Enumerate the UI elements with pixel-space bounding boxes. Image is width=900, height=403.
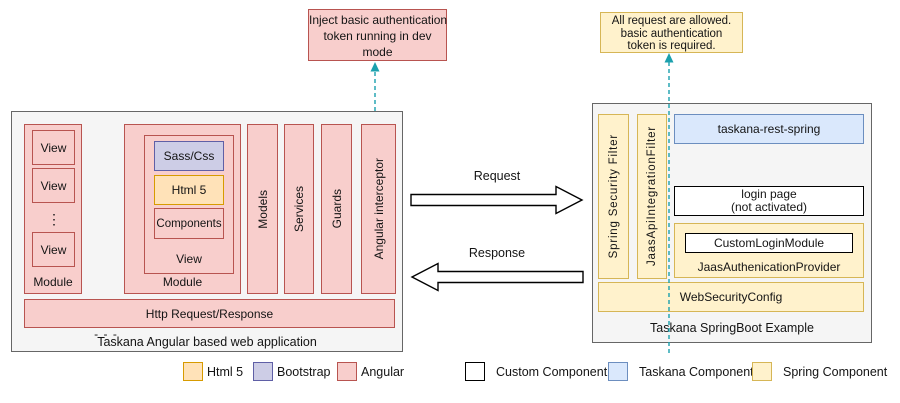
view-box: View <box>32 168 75 203</box>
legend-item-taskana: Taskana Component <box>608 362 754 381</box>
callout-line: Inject basic authentication <box>309 13 448 27</box>
request-arrow <box>410 185 584 215</box>
legend-label: Custom Component <box>496 364 608 379</box>
module-label: Module <box>33 275 73 289</box>
legend-label: Taskana Component <box>639 364 754 379</box>
legend-item-bootstrap: Bootstrap <box>253 362 331 381</box>
jaas-authentication-provider-label: JaasAuthenicationProvider <box>697 260 841 274</box>
http-bar-label: Http Request/Response <box>145 306 274 321</box>
view-label: View <box>40 242 67 257</box>
angular-swatch <box>337 362 357 381</box>
html5-label: Html 5 <box>171 183 207 197</box>
legend-item-html5: Html 5 <box>183 362 243 381</box>
guards-bar: Guards <box>321 124 352 294</box>
module-block-2: Sass/Css Html 5 Components View Module <box>124 124 241 294</box>
vertical-ellipsis: ⋮ <box>47 210 61 227</box>
services-label: Services <box>292 185 306 232</box>
legend-item-spring: Spring Component <box>752 362 887 381</box>
view-box: View <box>32 232 75 267</box>
services-bar: Services <box>284 124 314 294</box>
components-label: Components <box>156 217 222 230</box>
http-request-response-bar: Http Request/Response <box>24 299 395 328</box>
login-page-line: (not activated) <box>730 200 808 214</box>
models-bar: Models <box>247 124 278 294</box>
module-label: Module <box>162 275 203 289</box>
callout-line: mode <box>362 45 393 59</box>
taskana-component-swatch <box>608 362 628 381</box>
callout-line: All request are allowed. <box>611 15 732 27</box>
callout-line: basic authentication <box>620 27 723 40</box>
spring-security-filter-label: Spring Security Filter <box>607 134 620 259</box>
legend-label: Angular <box>361 364 405 379</box>
taskana-rest-spring-label: taskana-rest-spring <box>717 122 821 136</box>
web-security-config-bar: WebSecurityConfig <box>598 282 864 312</box>
sass-css-label: Sass/Css <box>163 149 215 163</box>
response-arrow <box>410 262 584 292</box>
legend-label: Bootstrap <box>277 364 331 379</box>
springboot-container: Spring Security Filter JaasApiIntegratio… <box>592 103 872 343</box>
module-separator-dots: - - - <box>94 327 118 341</box>
login-page-line: login page <box>741 186 797 201</box>
response-label: Response <box>468 246 526 260</box>
module-block-1: View View ⋮ View Module <box>24 124 82 294</box>
jaas-api-integration-filter-label: JaasApiIntegrationFilter <box>646 126 658 267</box>
springboot-title: Taskana SpringBoot Example <box>650 321 814 335</box>
view-label: View <box>40 178 67 193</box>
view-label: View <box>40 140 67 155</box>
legend-label: Spring Component <box>783 364 888 379</box>
jaas-authentication-provider-box: CustomLoginModule JaasAuthenicationProvi… <box>674 223 864 278</box>
web-security-config-label: WebSecurityConfig <box>679 290 783 304</box>
view-label: View <box>176 252 202 266</box>
callout-line: token running in dev <box>323 29 432 43</box>
dashed-connector-right <box>664 53 674 353</box>
custom-login-module-box: CustomLoginModule <box>685 233 853 253</box>
view-container: Sass/Css Html 5 Components View <box>144 135 234 274</box>
callout-line: token is required. <box>627 40 716 52</box>
custom-component-swatch <box>465 362 485 381</box>
models-label: Models <box>255 189 270 229</box>
bootstrap-swatch <box>253 362 273 381</box>
legend-item-angular: Angular <box>337 362 404 381</box>
angular-app-container: View View ⋮ View Module - - - Sass/Css H… <box>11 111 403 352</box>
jaas-api-integration-filter-bar: JaasApiIntegrationFilter <box>637 114 667 279</box>
taskana-rest-spring-box: taskana-rest-spring <box>674 114 864 144</box>
angular-app-title: Taskana Angular based web application <box>97 335 317 349</box>
html5-box: Html 5 <box>154 175 224 205</box>
angular-interceptor-label: Angular interceptor <box>371 158 386 260</box>
html5-swatch <box>183 362 203 381</box>
callout-dev-token: Inject basic authentication token runnin… <box>308 9 447 61</box>
spring-component-swatch <box>752 362 772 381</box>
guards-label: Guards <box>329 189 344 229</box>
angular-interceptor-bar: Angular interceptor <box>361 124 396 294</box>
login-page-box: login page (not activated) <box>674 186 864 216</box>
legend-item-custom: Custom Component <box>465 362 607 381</box>
request-label: Request <box>473 169 521 183</box>
components-box: Components <box>154 208 224 239</box>
view-box: View <box>32 130 75 165</box>
legend-label: Html 5 <box>207 364 244 379</box>
custom-login-module-label: CustomLoginModule <box>713 236 825 250</box>
callout-auth-required: All request are allowed. basic authentic… <box>600 12 743 53</box>
spring-security-filter-bar: Spring Security Filter <box>598 114 629 279</box>
sass-css-box: Sass/Css <box>154 141 224 171</box>
